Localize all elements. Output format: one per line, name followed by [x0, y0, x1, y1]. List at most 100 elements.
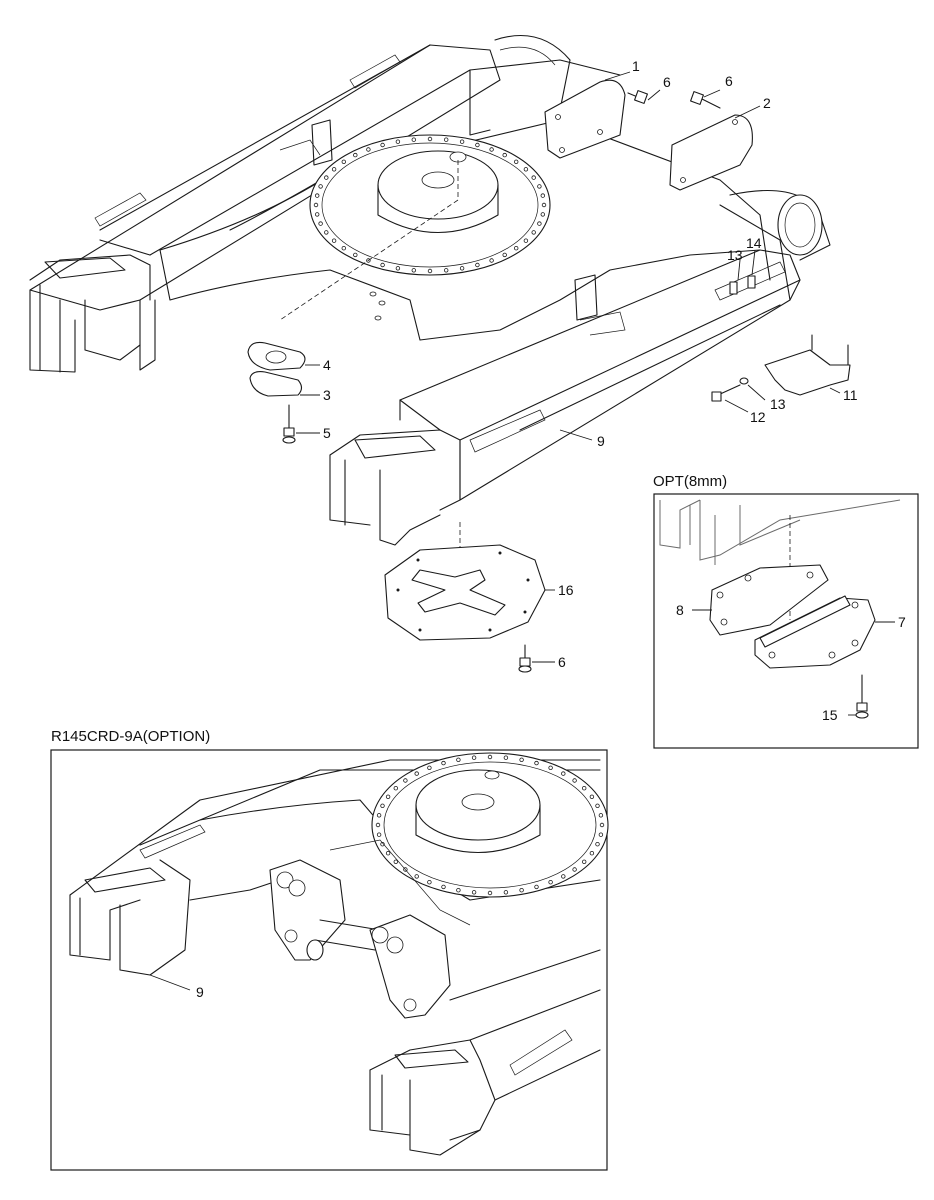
ring-bolt-hole	[589, 794, 595, 799]
ring-bolt-hole	[393, 859, 398, 864]
ring-bolt-hole	[537, 221, 542, 226]
ring-bolt-hole	[598, 832, 604, 837]
ring-bolt-hole	[541, 202, 547, 208]
ring-bolt-hole	[523, 238, 529, 243]
ring-bolt-hole	[537, 184, 542, 189]
ring-bolt-hole	[503, 890, 509, 895]
ring-bolt-hole	[540, 193, 545, 198]
ring-bolt-hole	[531, 230, 536, 235]
ring-bolt-hole	[380, 142, 385, 148]
ring-bolt-hole	[471, 755, 477, 760]
ring-bolt-hole	[487, 890, 493, 896]
ring-bolt-hole	[598, 813, 604, 818]
callout-6-undercover: 6	[558, 654, 566, 670]
ring-bolt-hole	[489, 258, 494, 263]
ring-bolt-hole	[403, 778, 408, 783]
ring-bolt-hole	[456, 757, 461, 762]
part-5-bolt	[282, 404, 296, 444]
ring-bolt-hole	[318, 184, 323, 189]
part-16-under-cover	[384, 544, 546, 641]
callout-11: 11	[843, 387, 858, 403]
part-1-cover-plate	[544, 79, 626, 159]
ring-bolt-hole	[471, 890, 477, 895]
ring-bolt-hole	[375, 822, 381, 828]
ring-bolt-hole	[441, 884, 446, 890]
callout-3: 3	[323, 387, 331, 403]
ring-bolt-hole	[561, 771, 566, 776]
part-3-gasket	[249, 371, 303, 397]
ring-bolt-hole	[315, 212, 320, 217]
callout-13-clip: 13	[727, 247, 743, 263]
option-box-frame	[50, 749, 608, 1171]
ring-bolt-hole	[376, 832, 382, 837]
ring-bolt-hole	[427, 765, 432, 770]
opt-box-frame	[653, 493, 919, 749]
ring-bolt-hole	[385, 851, 391, 856]
ring-bolt-hole	[548, 880, 553, 885]
ring-bolt-hole	[523, 167, 529, 172]
option-ring-bolt-holes	[375, 754, 605, 896]
ring-bolt-hole	[456, 888, 461, 893]
callout-6-cover2: 6	[725, 73, 733, 89]
callout-4: 4	[323, 357, 331, 373]
ring-bolt-hole	[331, 167, 337, 172]
ring-bolt-hole	[459, 139, 465, 144]
ring-bolt-hole	[385, 794, 391, 799]
part-4-gasket	[247, 341, 306, 371]
option-box-caption: R145CRD-9A(OPTION)	[51, 728, 210, 745]
ring-bolt-hole	[531, 175, 536, 180]
ring-bolt-hole	[444, 137, 449, 142]
part-11-bracket	[764, 334, 851, 396]
part-6-bolt-cover1	[627, 90, 648, 104]
callout-2: 2	[763, 95, 771, 111]
ring-bolt-hole	[324, 175, 329, 180]
opt-box-detail	[659, 499, 901, 719]
ring-bolt-hole	[475, 142, 480, 148]
ring-bolt-hole	[582, 786, 587, 791]
ring-bolt-hole	[475, 262, 480, 268]
callout-14: 14	[746, 235, 762, 251]
ring-bolt-hole	[503, 755, 509, 760]
ring-bolt-hole	[353, 252, 358, 258]
ring-bolt-hole	[514, 245, 519, 251]
ring-bolt-holes	[313, 136, 547, 274]
ring-bolt-hole	[534, 760, 539, 766]
ring-bolt-hole	[376, 813, 382, 818]
ring-bolt-hole	[414, 874, 419, 879]
leaders-main	[296, 71, 841, 663]
callout-6-cover1: 6	[663, 74, 671, 90]
part-13-washer-a	[739, 377, 749, 385]
ring-bolt-hole	[572, 867, 577, 872]
part-13-14-clips	[729, 275, 756, 295]
ring-bolt-hole	[519, 757, 524, 762]
ring-bolt-hole	[341, 245, 346, 251]
callout-12: 12	[750, 409, 766, 425]
ring-bolt-hole	[414, 771, 419, 776]
ring-bolt-hole	[395, 139, 401, 144]
ring-bolt-hole	[411, 137, 416, 142]
ring-bolt-hole	[353, 152, 358, 158]
ring-bolt-hole	[444, 268, 449, 273]
ring-bolt-hole	[487, 754, 493, 760]
callout-13-washer: 13	[770, 396, 786, 412]
ring-bolt-hole	[427, 268, 433, 274]
callout-1: 1	[632, 58, 640, 74]
ring-bolt-hole	[331, 238, 337, 243]
ring-bolt-hole	[395, 266, 401, 271]
ring-bolt-hole	[324, 230, 329, 235]
ring-bolt-hole	[427, 880, 432, 885]
ring-bolt-hole	[411, 268, 416, 273]
ring-bolt-hole	[599, 822, 605, 828]
ring-bolt-hole	[380, 262, 385, 268]
callout-9-main: 9	[597, 433, 605, 449]
ring-bolt-hole	[489, 147, 494, 152]
ring-bolt-hole	[380, 803, 385, 808]
callout-9-option: 9	[196, 984, 204, 1000]
callout-15: 15	[822, 707, 838, 723]
lower-frame-main	[29, 34, 831, 560]
ring-bolt-hole	[341, 159, 346, 164]
ring-bolt-hole	[589, 851, 595, 856]
ring-bolt-hole	[459, 266, 465, 271]
ring-bolt-hole	[561, 874, 566, 879]
